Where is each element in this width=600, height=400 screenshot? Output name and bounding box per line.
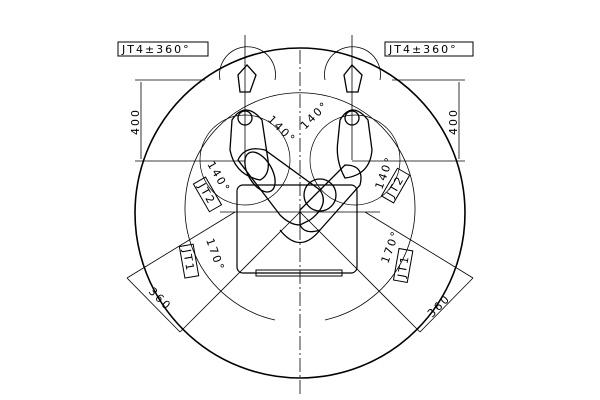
dim-360-left: 360: [146, 285, 174, 313]
jt1-right-tag: JT1: [392, 247, 414, 284]
dimension-360-left: [126, 211, 301, 333]
dimension-400-right: [352, 79, 465, 162]
dimension-400-left: [135, 79, 245, 162]
dim-400-right: 400: [447, 108, 460, 135]
jt1-left-tag: JT1: [178, 243, 200, 279]
angle-140-top-right: 140°: [298, 99, 332, 133]
jt2-range-circle-right: [309, 114, 401, 206]
jt4-left-label: JT4±360°: [121, 43, 191, 56]
robot-arm-right: [299, 64, 373, 233]
jt1-right-label: JT1: [395, 254, 412, 280]
dim-400-left: 400: [129, 108, 142, 135]
jt4-left-box: [117, 41, 209, 57]
dim-360-right: 360: [425, 292, 453, 320]
robot-base: [236, 184, 358, 274]
jt4-right-box: [384, 41, 474, 57]
angle-170-left: 170°: [203, 237, 227, 274]
angle-140-top-left: 140°: [265, 113, 299, 147]
base-plate: [255, 269, 343, 277]
outer-reach-circle: [134, 47, 466, 379]
jt4-right-label: JT4±360°: [388, 43, 458, 56]
dimension-360-right: [299, 211, 474, 333]
jt1-left-label: JT1: [180, 247, 197, 273]
jt4-rotation-arc-left: [219, 46, 276, 81]
jt4-rotation-arc-right: [324, 46, 381, 81]
robot-arm-left: [229, 64, 324, 244]
jt2-left-label: JT2: [195, 180, 218, 207]
